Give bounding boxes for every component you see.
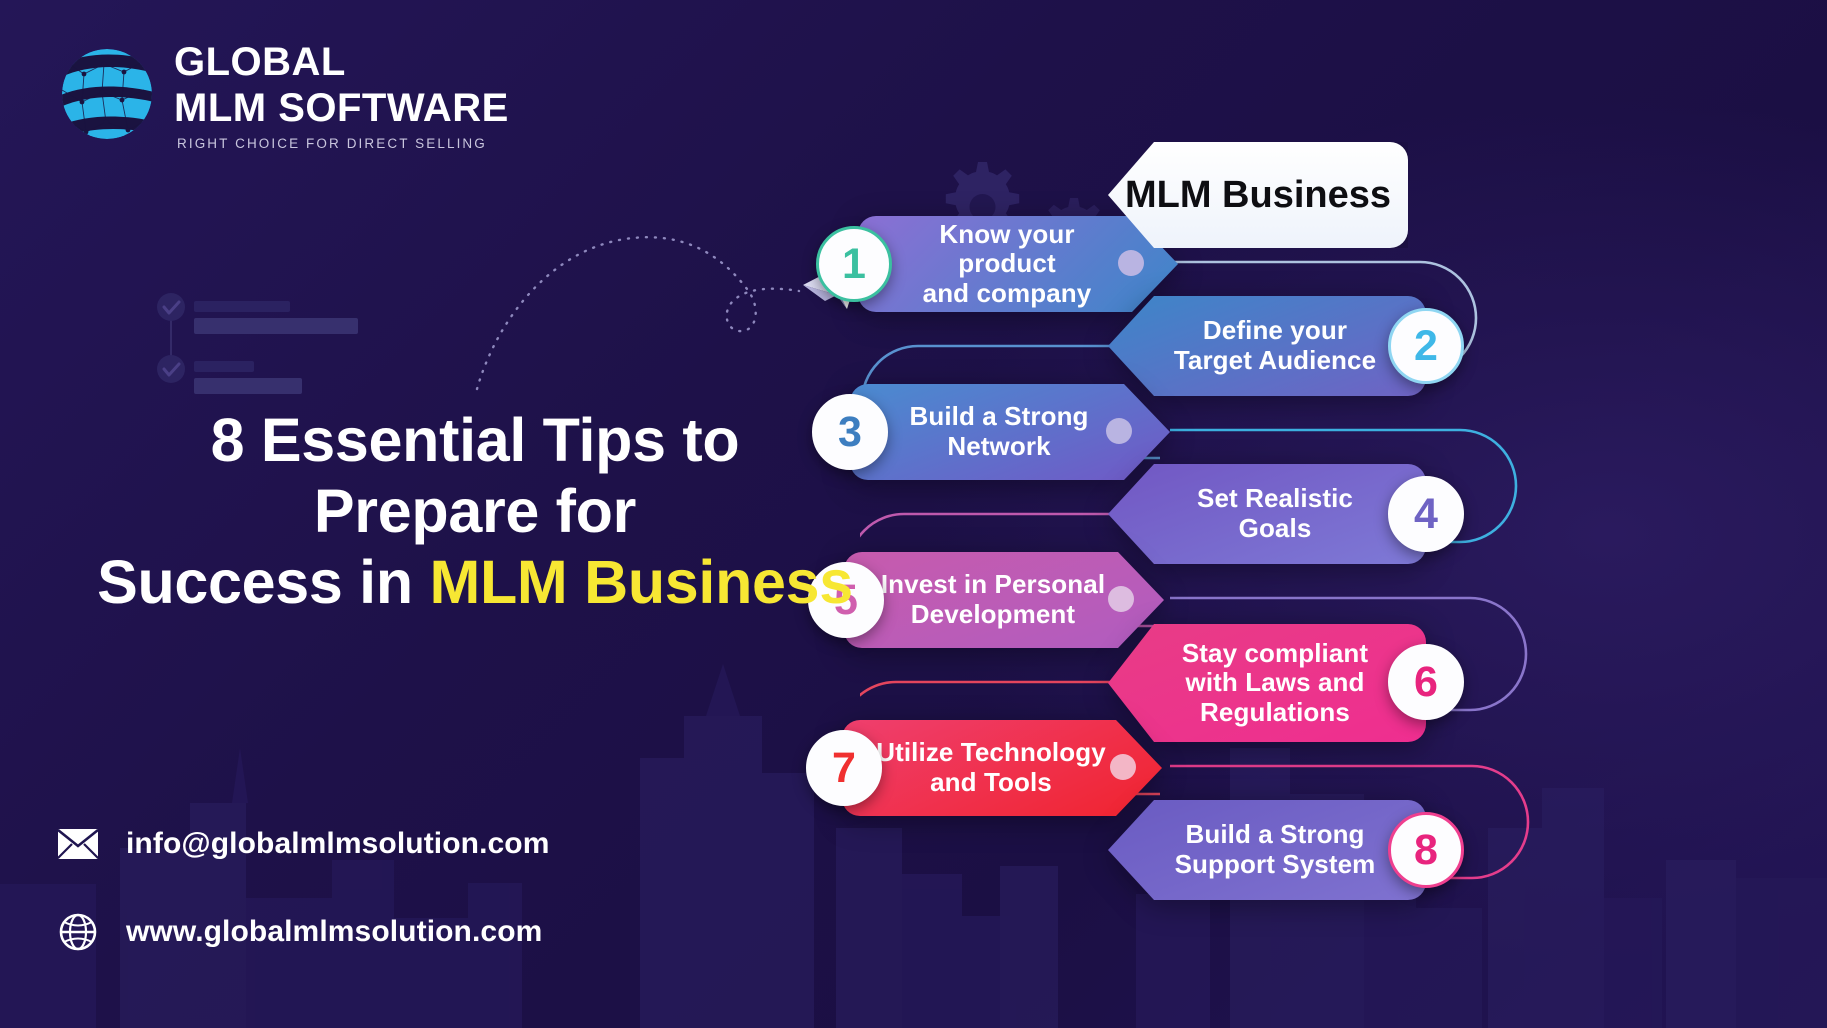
tip-badge-5: 5 [808,562,884,638]
brand-logo[interactable]: GLOBAL MLM SOFTWARE RIGHT CHOICE FOR DIR… [58,38,509,151]
tip-card-7[interactable]: Utilize Technology and Tools [842,720,1162,816]
paper-plane-icon [475,236,865,391]
tips-flow-diagram: MLM Business Know your product and compa… [806,140,1827,970]
tip-card-7-body: Utilize Technology and Tools [842,720,1162,816]
headline-line-2: Prepare for [313,476,637,545]
headline-line-3-plain: Success in [97,547,430,616]
tip-badge-2-number: 2 [1414,321,1438,370]
headline-line-1: 8 Essential Tips to [210,406,740,474]
globe-network-icon [62,49,152,140]
mlm-business-pill: MLM Business [1108,142,1408,248]
website-text: www.globalmlmsolution.com [126,915,543,948]
dotted-trail-icon [475,236,801,391]
headline-line-3: Success in MLM Business [60,547,890,618]
tip-badge-7-number: 7 [832,743,856,792]
tip-card-7-label: Utilize Technology and Tools [876,737,1106,797]
tip-card-4[interactable]: Set Realistic Goals [1108,464,1426,564]
connector-nub-7 [1110,754,1136,780]
tip-badge-8: 8 [1388,812,1464,888]
tip-badge-4-number: 4 [1414,489,1438,538]
tip-card-3-label: Build a Strong Network [909,401,1089,461]
tip-card-8[interactable]: Build a Strong Support System [1108,800,1426,900]
tip-card-5-label: Invest in Personal Development [880,569,1106,629]
tip-card-1-label: Know your product and company [922,218,1092,308]
headline-accent: MLM Business [429,547,853,616]
tip-badge-5-number: 5 [834,575,858,624]
tip-badge-6: 6 [1388,644,1464,720]
tip-card-6-body: Stay compliant with Laws and Regulations [1108,624,1426,742]
connector-nub-1 [1118,250,1144,276]
check-circle-icon [157,293,358,394]
tip-card-2-body: Define your Target Audience [1108,296,1426,396]
tip-card-4-label: Set Realistic Goals [1197,483,1353,543]
tip-badge-6-number: 6 [1414,657,1438,706]
page-title: 8 Essential Tips to Prepare for Success … [60,405,890,617]
contact-website-row[interactable]: www.globalmlmsolution.com [56,910,550,954]
tip-badge-4: 4 [1388,476,1464,552]
tip-card-6-label: Stay compliant with Laws and Regulations [1181,637,1369,727]
tip-badge-1-number: 1 [842,239,866,288]
email-text: info@globalmlmsolution.com [126,827,550,860]
tip-badge-7: 7 [806,730,882,806]
tip-card-8-label: Build a Strong Support System [1174,819,1376,879]
tip-card-2-label: Define your Target Audience [1173,315,1377,375]
tip-card-4-body: Set Realistic Goals [1108,464,1426,564]
envelope-icon [56,822,100,866]
globe-icon [56,910,100,954]
tip-card-6[interactable]: Stay compliant with Laws and Regulations [1108,624,1426,742]
connector-nub-3 [1106,418,1132,444]
logo-tagline: RIGHT CHOICE FOR DIRECT SELLING [177,136,487,151]
contact-block: info@globalmlmsolution.com www.globalmlm… [56,822,550,954]
logo-line-2: MLM SOFTWARE [174,86,509,130]
tip-badge-1: 1 [816,226,892,302]
tip-card-2[interactable]: Define your Target Audience [1108,296,1426,396]
logo-line-1: GLOBAL [174,40,346,84]
tip-badge-3-number: 3 [838,407,862,456]
tip-badge-2: 2 [1388,308,1464,384]
mlm-business-pill-label: MLM Business [1124,173,1392,216]
tip-badge-3: 3 [812,394,888,470]
tip-card-8-body: Build a Strong Support System [1108,800,1426,900]
contact-email-row[interactable]: info@globalmlmsolution.com [56,822,550,866]
connector-nub-5 [1108,586,1134,612]
tip-badge-8-number: 8 [1414,825,1438,874]
